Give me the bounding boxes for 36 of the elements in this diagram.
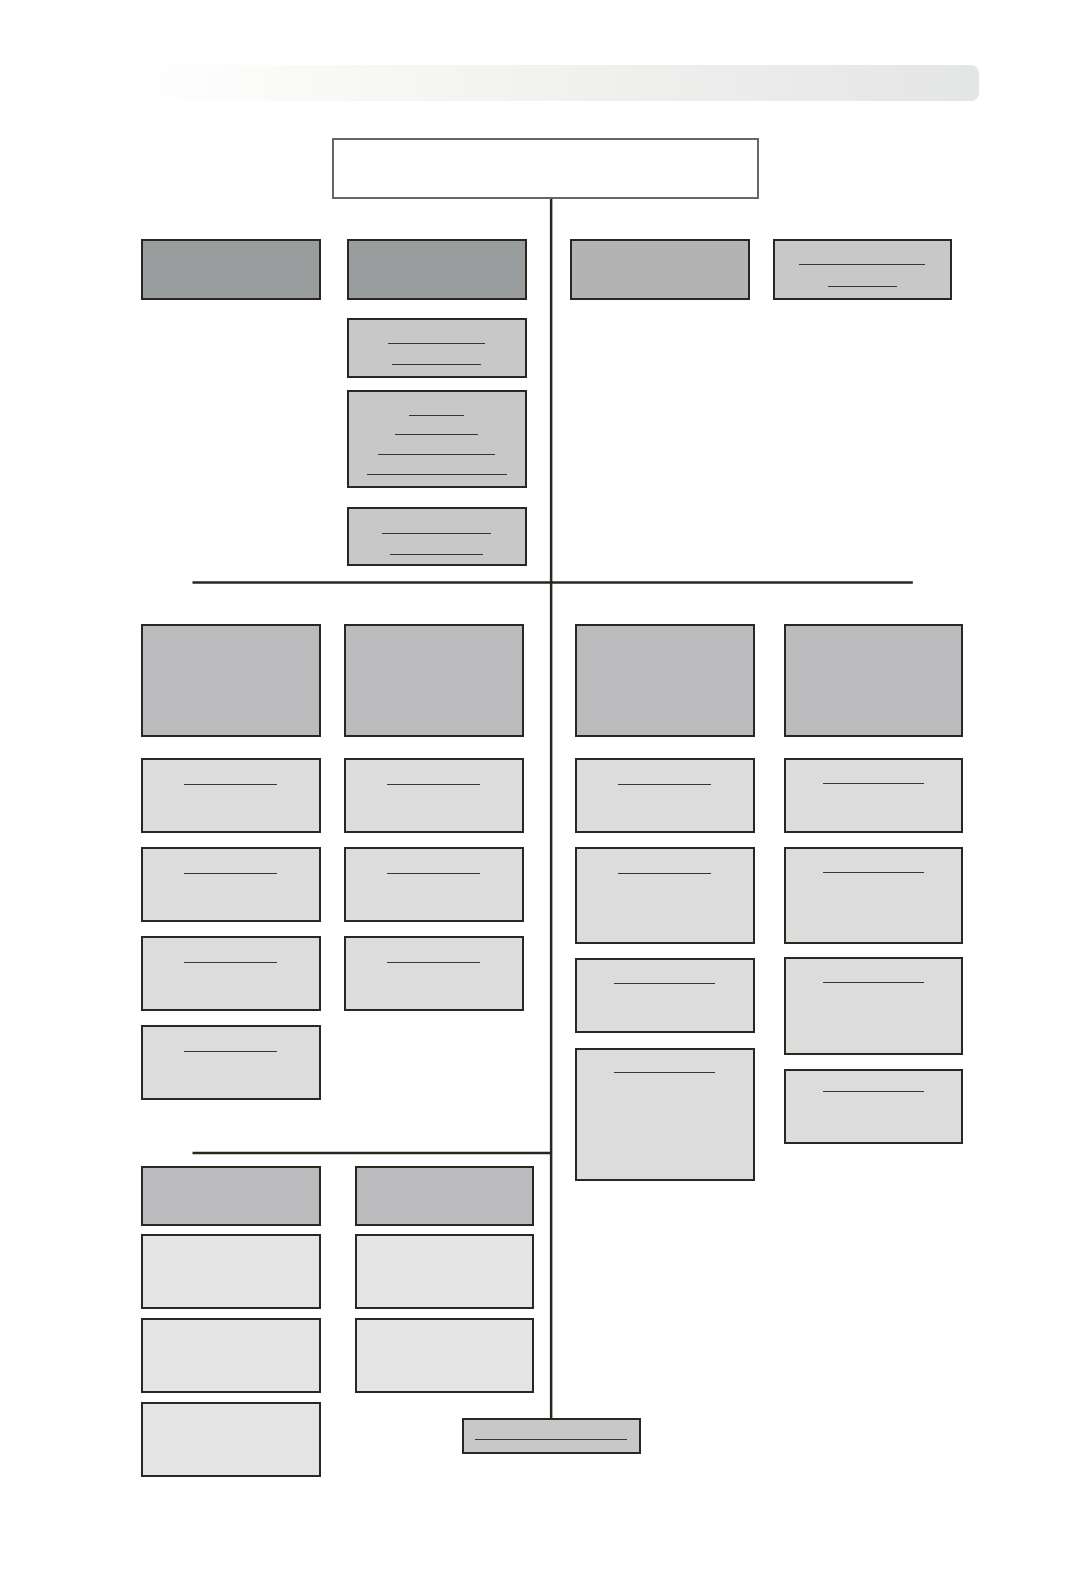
empty-org-box: [570, 239, 750, 300]
empty-org-box: [344, 624, 524, 737]
empty-org-box: [784, 1068, 964, 1144]
empty-org-box: [140, 757, 322, 833]
empty-org-box: [140, 1318, 322, 1393]
connector-line: [549, 198, 553, 1419]
empty-org-box: [575, 624, 755, 737]
empty-org-box: [354, 1318, 534, 1393]
empty-org-box: [784, 757, 964, 833]
empty-org-box: [140, 1025, 322, 1101]
empty-org-box: [344, 846, 524, 922]
empty-org-box: [140, 1233, 322, 1309]
empty-org-box: [773, 239, 953, 300]
empty-org-box: [354, 1233, 534, 1309]
empty-org-box: [332, 137, 759, 199]
empty-org-box: [140, 1166, 322, 1226]
empty-org-box: [347, 239, 527, 300]
empty-org-box: [784, 846, 964, 945]
empty-org-box: [575, 757, 755, 833]
empty-org-box: [354, 1166, 534, 1226]
empty-org-box: [140, 1402, 322, 1478]
empty-org-box: [344, 757, 524, 833]
empty-org-box: [140, 239, 322, 300]
empty-org-box: [347, 506, 527, 567]
empty-org-box: [784, 957, 964, 1055]
empty-org-box: [461, 1418, 642, 1454]
empty-org-box: [575, 1047, 755, 1182]
empty-org-box: [344, 936, 524, 1012]
empty-org-box: [140, 846, 322, 922]
empty-org-box: [140, 624, 322, 737]
empty-org-box: [575, 846, 755, 945]
empty-org-box: [140, 936, 322, 1012]
empty-org-box: [347, 390, 527, 489]
empty-org-box: [575, 958, 755, 1034]
empty-org-box: [347, 318, 527, 378]
empty-org-box: [784, 624, 964, 737]
